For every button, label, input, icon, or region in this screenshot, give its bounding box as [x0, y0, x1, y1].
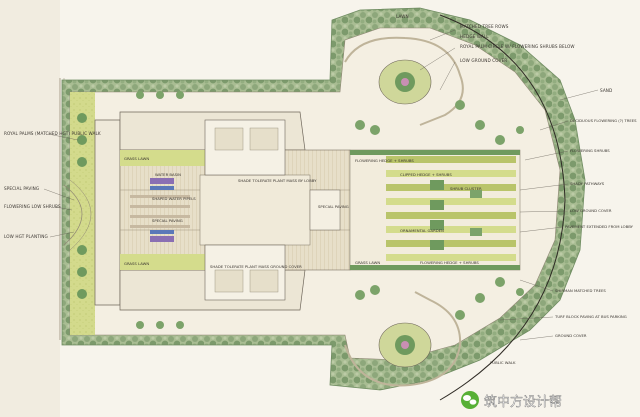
hedge-top-east	[350, 150, 520, 155]
label-flowering-low-shrubs: FLOWERING LOW SHRUBS	[4, 204, 61, 209]
watermark-text: 筑中方设计帮	[484, 394, 562, 410]
label-deciduous-trees: DECIDUOUS FLOWERING (?) TREES	[570, 118, 637, 123]
label-shrub-cluster: SHRUB CLUSTER	[450, 186, 482, 191]
label-shaped-water: SHAPED WATER PIPELS	[152, 196, 196, 201]
label-lawn: LAWN	[396, 14, 409, 19]
label-low-ground-cover-2: LOW GROUND COVER	[570, 208, 612, 213]
label-hedge-wall: HEDGE WALL	[460, 34, 489, 39]
label-pavement-extended: PAVEMENT EXTENDED FROM LOBBY	[565, 224, 634, 229]
label-special-paving-center: SPECIAL PAVING	[152, 218, 183, 223]
label-flowering-hedge: FLOWERING HEDGE + SHRUBS	[355, 158, 414, 163]
label-royal-palm-circle: ROYAL PALM CIRCLE W/ FLOWERING SHRUBS BE…	[460, 44, 575, 49]
left-annotations: ROYAL PALMS (MATCHED HGT) PUBLIC WALK SP…	[4, 131, 101, 239]
label-special-paving: SPECIAL PAVING	[4, 186, 39, 191]
label-sand: SAND	[600, 88, 612, 93]
garden-strips	[386, 156, 516, 261]
label-clipped-hedge: CLIPPED HEDGE + SHRUBS	[400, 172, 452, 177]
royal-palms-left	[77, 113, 87, 299]
label-ground-cover: GROUND COVER	[555, 333, 587, 338]
label-grass-lawn-bottom: GRASS LAWN	[124, 261, 149, 266]
center-annotations: GRASS LAWN WATER BASIN SHAPED WATER PIPE…	[124, 156, 482, 269]
label-turf-block-paving: TURF BLOCK PAVING AT BUS PARKING	[554, 314, 627, 319]
left-street	[0, 0, 60, 417]
scattered-trees	[136, 91, 524, 329]
label-grass-lawn-mid: GRASS LAWN	[355, 260, 380, 265]
entry-lobby	[309, 189, 341, 231]
wechat-icon	[461, 391, 479, 409]
label-public-walk-right: PUBLIC WALK	[490, 360, 516, 365]
label-shade-top: SHADE TOLERATE PLANT MASS BY LOBBY	[238, 178, 317, 183]
label-shady-pathways: SHADY PATHWAYS	[570, 181, 605, 186]
right-annotations: LAWN MATCHED TREE ROWS HEDGE WALL ROYAL …	[396, 14, 637, 365]
label-water-basin: WATER BASIN	[155, 172, 181, 177]
label-matched-tree-rows: MATCHED TREE ROWS	[460, 24, 509, 29]
label-flowering-hedge-2: FLOWERING HEDGE + SHRUBS	[420, 260, 479, 265]
label-ornamental-garden: ORNAMENTAL GARDEN	[400, 228, 444, 233]
label-royal-palms: ROYAL PALMS (MATCHED HGT) PUBLIC WALK	[4, 131, 101, 136]
label-special-paving-lobby: SPECIAL PAVING	[318, 204, 349, 209]
label-shirman-matched-trees: SHIRMAN MATCHED TREES	[555, 288, 606, 293]
water-basin-bars	[150, 178, 174, 242]
shrub-clusters	[430, 180, 482, 250]
label-shade-bottom: SHADE TOLERATE PLANT MASS GROUND COVER	[210, 264, 302, 269]
watermark: 筑中方设计帮	[461, 391, 562, 410]
plaza-core	[199, 174, 311, 246]
label-grass-lawn-top: GRASS LAWN	[124, 156, 149, 161]
grass-lawn-strip-bottom	[120, 254, 210, 270]
large-arc	[439, 14, 566, 401]
label-low-ground-cover: LOW GROUND COVER	[460, 58, 507, 63]
grass-lawn-strip-top	[120, 150, 210, 166]
entry-arc-paving	[63, 184, 83, 246]
label-flowering-shrubs: FLOWERING SHRUBS	[570, 148, 610, 153]
special-paving-stripes	[130, 195, 190, 228]
building-west	[94, 119, 121, 306]
curved-drive	[344, 36, 464, 387]
hedge-bottom-east	[350, 265, 520, 270]
label-low-hgt-planting: LOW HGT PLANTING	[4, 234, 48, 239]
